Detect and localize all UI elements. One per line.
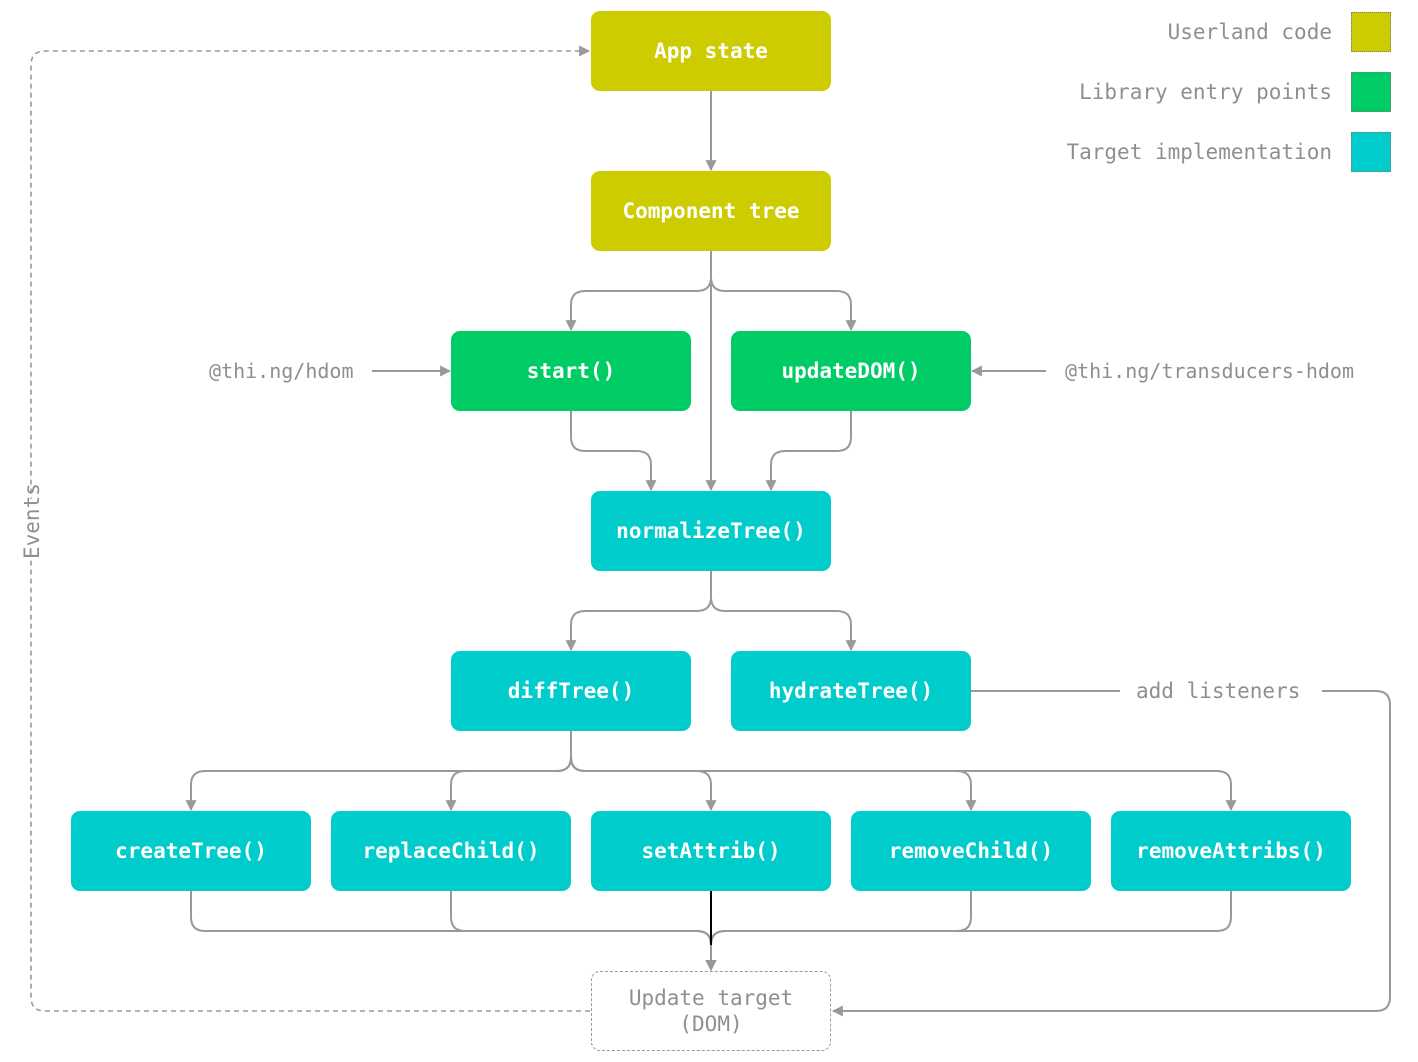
node-diff-tree: diffTree() (451, 651, 691, 731)
label-events: Events (18, 483, 46, 559)
node-remove-attribs: removeAttribs() (1111, 811, 1351, 891)
edge-component-tree-to-start (565, 251, 712, 332)
node-normalize-tree: normalizeTree() (591, 491, 831, 571)
legend-label-userland: Userland code (1167, 20, 1332, 44)
legend-label-target-implementation: Target implementation (1066, 140, 1332, 164)
node-remove-child: removeChild() (851, 811, 1091, 891)
update-target-title: Update target (628, 986, 794, 1010)
edge-replace-child-to-update-target (450, 891, 717, 972)
legend-label-entry-points: Library entry points (1079, 80, 1332, 104)
edge-component-tree-to-update-dom (710, 251, 857, 332)
edge-update-dom-to-normalize-tree (765, 411, 852, 492)
edge-diff-tree-to-remove-attribs (570, 731, 1237, 812)
edge-add-listeners-to-update-target (831, 690, 1391, 1017)
label-add-listeners: add listeners (1136, 679, 1301, 703)
edge-start-to-normalize-tree (570, 411, 657, 492)
edge-normalize-tree-to-hydrate-tree (710, 571, 857, 652)
node-set-attrib: setAttrib() (591, 811, 831, 891)
node-update-dom: updateDOM() (731, 331, 971, 411)
label-transducers-hdom-package: @thi.ng/transducers-hdom (1065, 359, 1354, 383)
node-app-state: App state (591, 11, 831, 91)
node-hydrate-tree: hydrateTree() (731, 651, 971, 731)
edge-diff-tree-to-replace-child (445, 731, 572, 812)
edge-events-loop (30, 45, 591, 1012)
node-replace-child: replaceChild() (331, 811, 571, 891)
edge-normalize-tree-to-diff-tree (565, 571, 712, 652)
legend-swatch-entry-points (1351, 72, 1391, 112)
legend-swatch-userland (1351, 12, 1391, 52)
node-component-tree: Component tree (591, 171, 831, 251)
label-hdom-package: @thi.ng/hdom (209, 359, 354, 383)
legend-swatch-target-implementation (1351, 132, 1391, 172)
node-update-target: Update target (DOM) (591, 971, 831, 1051)
node-create-tree: createTree() (71, 811, 311, 891)
update-target-subtitle: (DOM) (679, 1012, 743, 1036)
node-start: start() (451, 331, 691, 411)
